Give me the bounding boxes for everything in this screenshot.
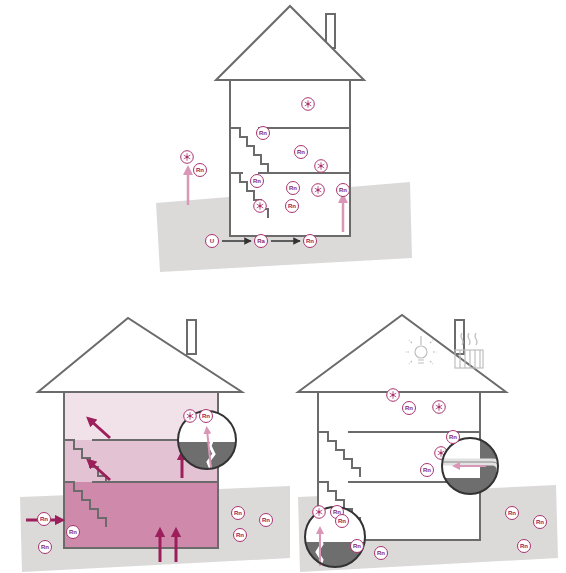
house <box>216 6 364 236</box>
element-symbol: Rn <box>262 517 270 523</box>
radon-atom: Rn <box>533 515 547 529</box>
radon-atom: Rn <box>505 506 519 520</box>
radon-atom: Rn <box>37 512 51 526</box>
element-symbol: Rn <box>41 544 49 550</box>
decay-chain-atom: Ra <box>254 234 268 248</box>
radon-atom: Rn <box>66 525 80 539</box>
house <box>38 318 242 548</box>
radon-atom: Rn <box>233 528 247 542</box>
radon-atom: Rn <box>231 506 245 520</box>
element-symbol: Rn <box>69 529 77 535</box>
radon-atom: Rn <box>446 430 460 444</box>
element-symbol: Rn <box>297 149 305 155</box>
house <box>298 315 506 540</box>
element-symbol: Rn <box>259 130 267 136</box>
element-symbol: Rn <box>536 519 544 525</box>
element-symbol: Rn <box>288 203 296 209</box>
radon-atom: Rn <box>38 540 52 554</box>
detail-inset <box>170 410 250 482</box>
element-symbol: Rn <box>377 550 385 556</box>
radon-atom: Rn <box>335 514 349 528</box>
detail-inset <box>300 506 380 573</box>
radon-atom: Rn <box>259 513 273 527</box>
decay-symbol <box>387 389 448 460</box>
element-symbol: Rn <box>405 405 413 411</box>
decay-chain-atom: U <box>205 234 219 248</box>
element-symbol: Rn <box>520 543 528 549</box>
element-symbol: Rn <box>353 543 361 549</box>
element-symbol: Rn <box>338 518 346 524</box>
radon-atom: Rn <box>256 126 270 140</box>
radon-atom: Rn <box>402 401 416 415</box>
element-symbol: Rn <box>234 510 242 516</box>
element-symbol: Rn <box>508 510 516 516</box>
element-symbol: Rn <box>339 187 347 193</box>
lamp-icon <box>405 336 437 364</box>
element-symbol: Rn <box>202 413 210 419</box>
element-symbol: Rn <box>40 516 48 522</box>
pipe-inset <box>440 438 510 508</box>
entry-arrow <box>26 420 182 562</box>
element-symbol: Rn <box>236 532 244 538</box>
element-symbol: Rn <box>449 434 457 440</box>
element-symbol: U <box>210 238 214 244</box>
radiator-icon <box>455 333 483 368</box>
floors-stairs <box>230 128 350 218</box>
radon-atom: Rn <box>350 539 364 553</box>
radon-atom: Rn <box>517 539 531 553</box>
element-symbol: Ra <box>257 238 265 244</box>
element-symbol: Rn <box>289 185 297 191</box>
rise-arrow <box>342 198 345 232</box>
radon-atom: Rn <box>250 174 264 188</box>
rise-arrow <box>187 170 190 205</box>
radon-atom: Rn <box>336 183 350 197</box>
element-symbol: Rn <box>196 167 204 173</box>
radon-atom: Rn <box>374 546 388 560</box>
radon-atom: Rn <box>285 199 299 213</box>
radon-atom: Rn <box>193 163 207 177</box>
decay-arrow <box>222 240 251 242</box>
radon-atom: Rn <box>286 181 300 195</box>
decay-chain-atom: Rn <box>303 234 317 248</box>
radon-atom: Rn <box>199 409 213 423</box>
decay-symbol <box>181 98 328 213</box>
element-symbol: Rn <box>306 238 314 244</box>
decay-arrow <box>271 240 300 242</box>
radon-atom: Rn <box>294 145 308 159</box>
element-symbol: Rn <box>253 178 261 184</box>
element-symbol: Rn <box>423 467 431 473</box>
radon-atom: Rn <box>420 463 434 477</box>
